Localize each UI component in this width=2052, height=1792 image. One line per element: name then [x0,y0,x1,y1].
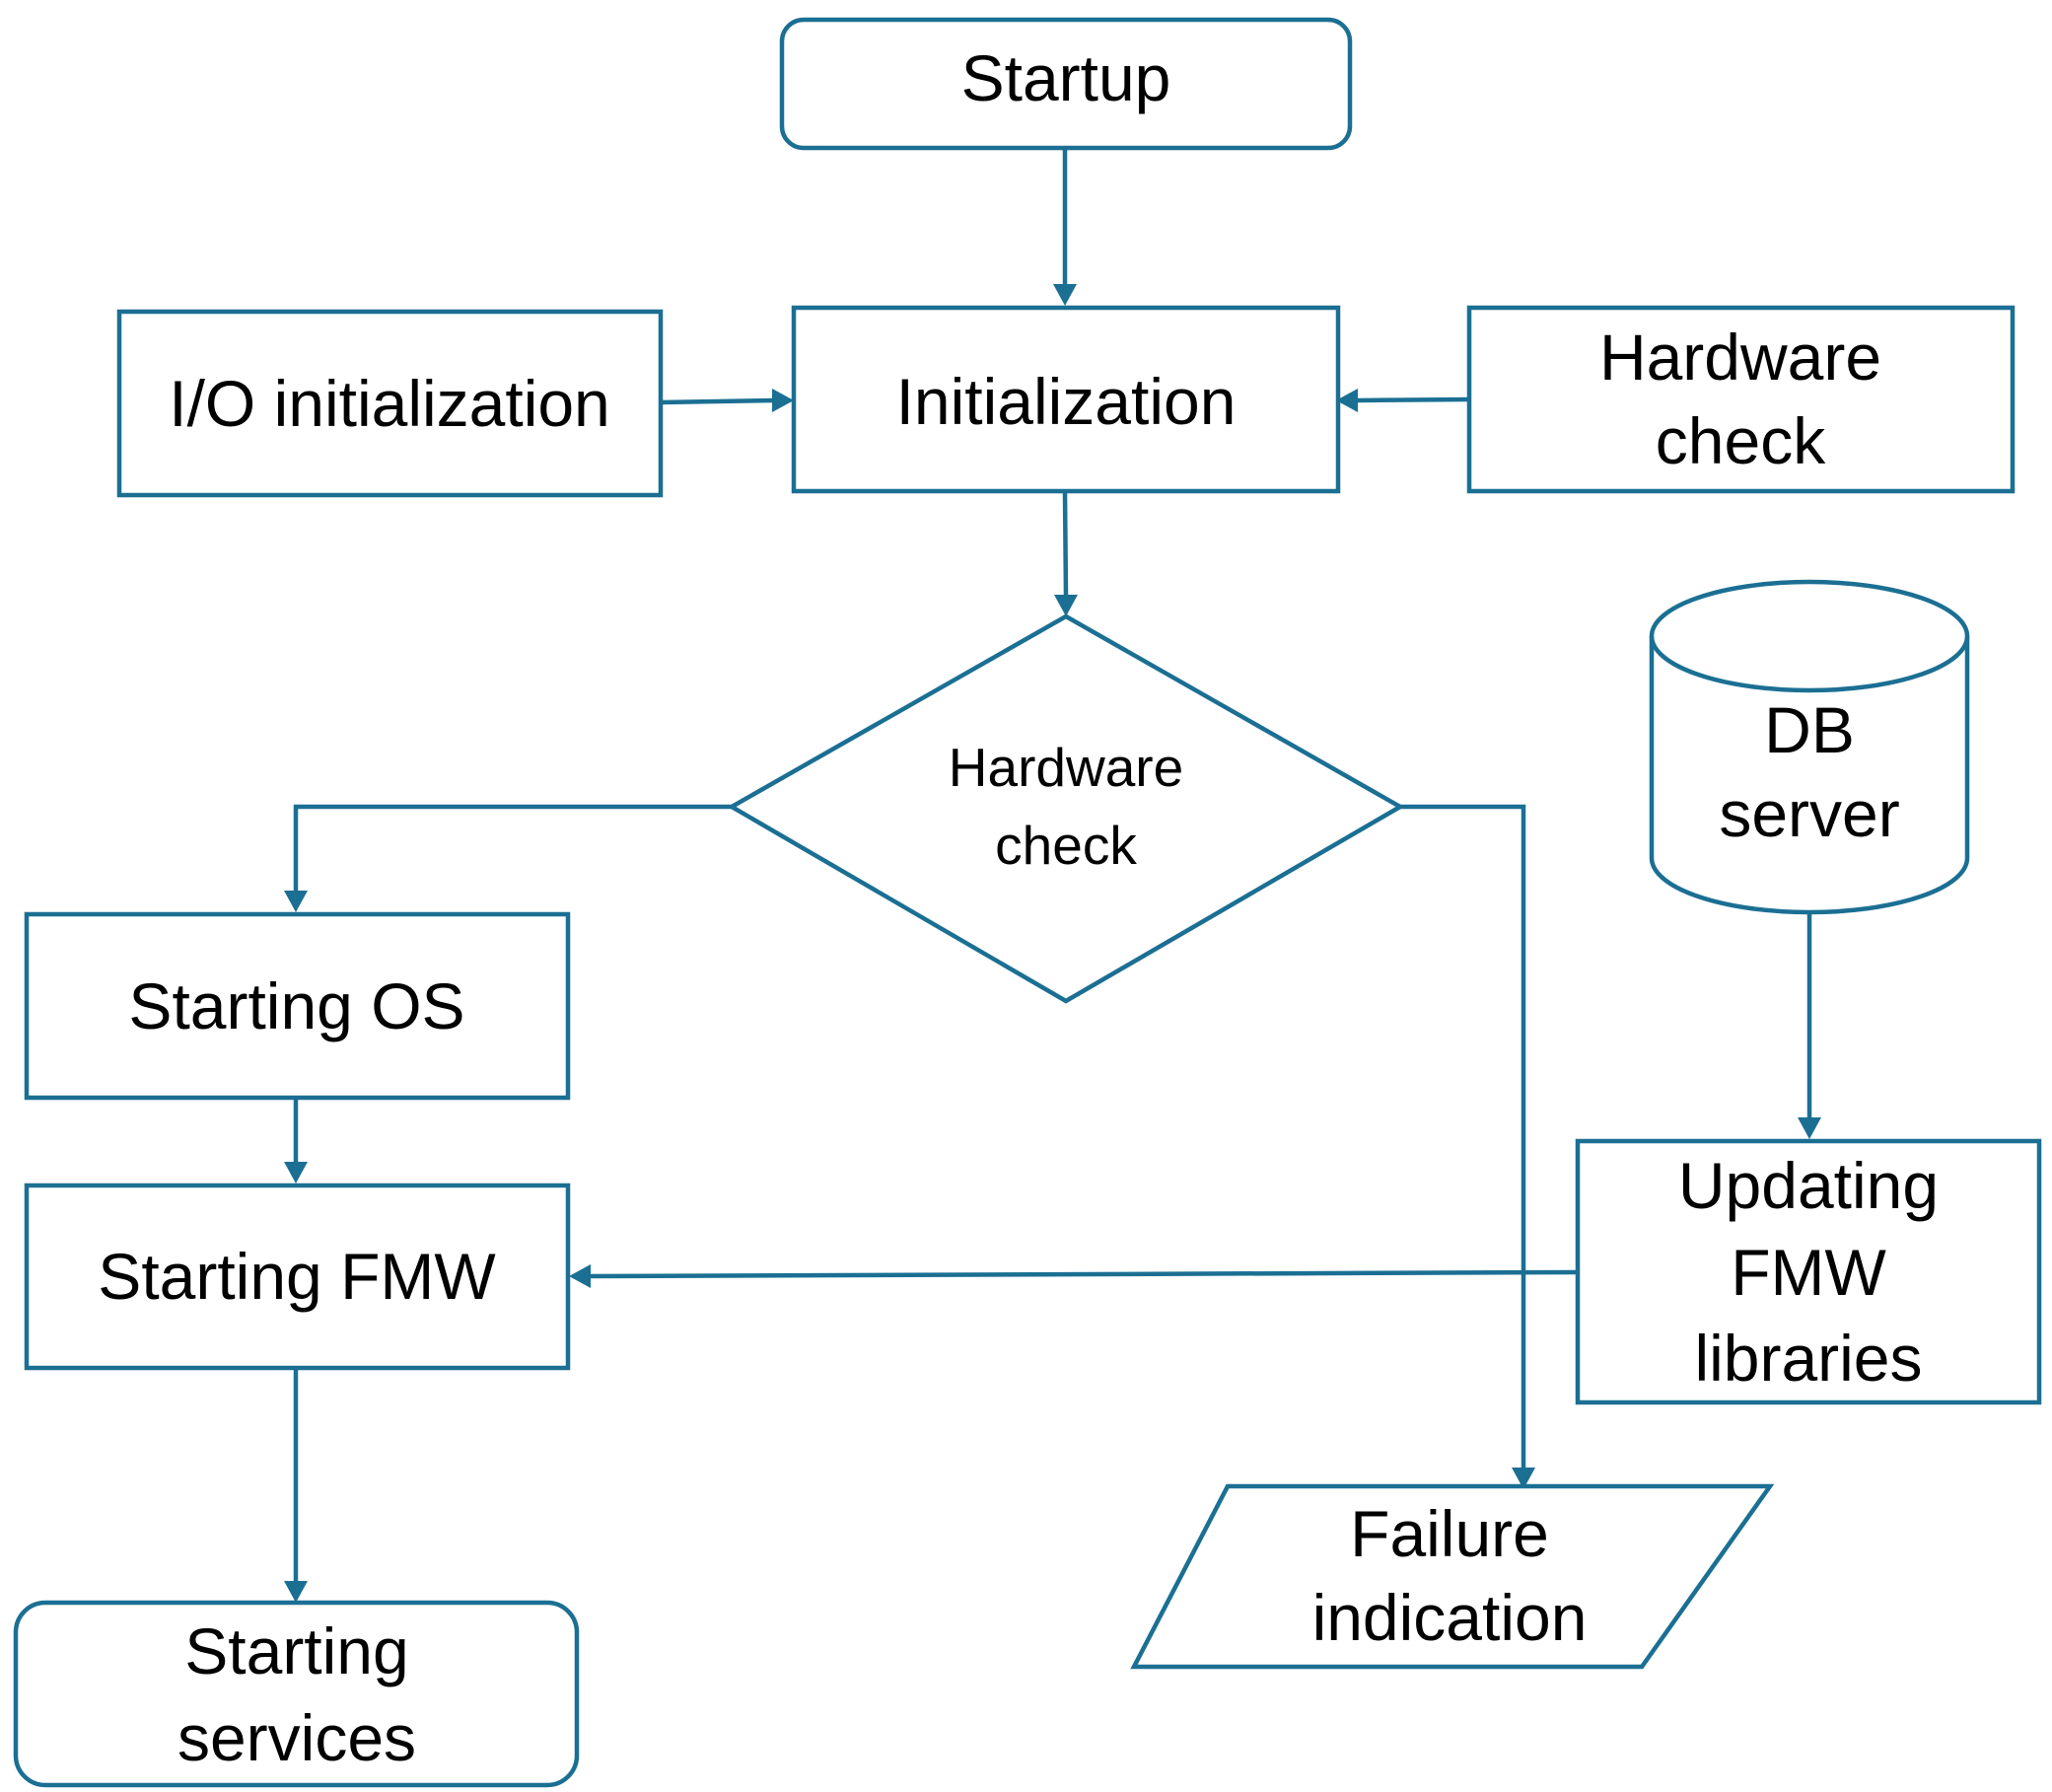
node-starting-services-label-line2: services [177,1701,416,1774]
edge-initialization-to-decision [1054,492,1078,616]
node-updating-fmw-libraries-label-line3: libraries [1694,1322,1922,1395]
node-startup-label: Startup [961,41,1171,114]
node-updating-fmw-libraries: Updating FMW libraries [1575,1138,2042,1405]
edge-updating-fmw-to-starting-fmw [569,1264,1579,1288]
edge-db-server-to-updating-fmw [1798,912,1821,1139]
node-starting-os: Starting OS [24,911,571,1101]
node-initialization-label: Initialization [896,365,1237,438]
node-hardware-check-decision-label-line1: Hardware [949,737,1183,798]
node-hardware-check-box: Hardware check [1466,305,2016,494]
node-io-initialization-label: I/O initialization [169,367,610,440]
node-updating-fmw-libraries-label-line2: FMW [1731,1236,1886,1309]
edge-startup-to-initialization [1053,148,1077,306]
edge-starting-os-to-starting-fmw [284,1098,308,1183]
node-hardware-check-decision: Hardware check [727,613,1405,1004]
edge-io-initialization-to-initialization [660,389,794,412]
node-io-initialization: I/O initialization [116,309,664,498]
node-starting-os-label: Starting OS [128,969,464,1042]
node-failure-indication-label-line1: Failure [1350,1497,1549,1570]
connectors [284,148,1821,1603]
edge-decision-to-starting-os [284,804,732,912]
node-db-server-label-line2: server [1719,777,1899,850]
node-hardware-check-box-label-line1: Hardware [1599,321,1881,394]
node-starting-services: Starting services [13,1600,580,1788]
node-db-server-label-line1: DB [1764,693,1855,766]
node-starting-fmw-label: Starting FMW [98,1240,496,1313]
edge-hardware-check-to-initialization [1336,389,1470,412]
node-starting-fmw: Starting FMW [24,1183,571,1371]
node-initialization: Initialization [791,305,1341,494]
node-startup: Startup [779,17,1353,151]
edge-starting-fmw-to-starting-services [284,1368,308,1603]
node-failure-indication-label-line2: indication [1312,1581,1588,1654]
node-hardware-check-box-label-line2: check [1656,404,1826,477]
node-failure-indication: Failure indication [1130,1483,1775,1670]
node-updating-fmw-libraries-label-line1: Updating [1678,1149,1939,1222]
node-hardware-check-decision-label-line2: check [995,815,1137,876]
node-db-server: DB server [1649,579,1970,915]
node-starting-services-label-line1: Starting [184,1614,408,1687]
edge-decision-to-failure-indication [1400,804,1535,1489]
